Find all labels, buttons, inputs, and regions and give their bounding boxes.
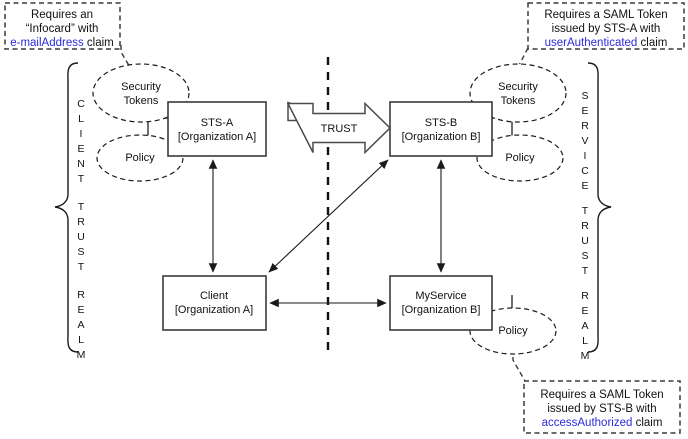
ellipse-security-tokens-a: Security Tokens	[92, 63, 190, 123]
svg-text:T: T	[78, 261, 85, 273]
security-tokens-b-line2: Tokens	[501, 95, 536, 107]
security-tokens-b-line1: Security	[498, 81, 538, 93]
sts-a-line1: STS-A	[201, 117, 234, 129]
callout-saml-a-line2: issued by STS-A with	[552, 23, 661, 35]
node-myservice: MyService [Organization B]	[389, 275, 493, 331]
node-client: Client [Organization A]	[162, 275, 267, 331]
svg-text:E: E	[581, 305, 588, 317]
svg-text:E: E	[581, 105, 588, 117]
security-tokens-a-line1: Security	[121, 81, 161, 93]
svg-text:E: E	[77, 304, 84, 316]
svg-text:R: R	[77, 216, 85, 228]
policy-a-label: Policy	[125, 152, 155, 164]
svg-text:R: R	[581, 290, 589, 302]
service-realm-brace	[587, 62, 612, 353]
callout-saml-b-line1: Requires a SAML Token	[540, 389, 663, 401]
myservice-line2: [Organization B]	[402, 304, 481, 316]
client-line2: [Organization A]	[175, 304, 253, 316]
callout-saml-sts-b: Requires a SAML Token issued by STS-B wi…	[523, 380, 681, 434]
callout-saml-b-claim: accessAuthorized	[542, 417, 633, 429]
callout-saml-a-line3: userAuthenticated claim	[545, 37, 668, 49]
callout-infocard-line1: Requires an	[31, 9, 93, 21]
callout-saml-a-claim-suffix: claim	[637, 37, 667, 49]
svg-text:V: V	[581, 135, 588, 147]
callout-saml-sts-a: Requires a SAML Token issued by STS-A wi…	[527, 2, 685, 50]
callout-infocard-claim-suffix: claim	[84, 37, 114, 49]
callout-saml-b-line2: issued by STS-B with	[547, 403, 656, 415]
policy-service-label: Policy	[498, 325, 528, 337]
callout-infocard-line3: e-mailAddress claim	[10, 37, 114, 49]
callout-infocard-claim: e-mailAddress	[10, 37, 84, 49]
ellipse-security-tokens-b: Security Tokens	[469, 63, 567, 123]
svg-text:S: S	[581, 90, 588, 102]
callout-saml-a-line1: Requires a SAML Token	[544, 9, 667, 21]
svg-text:A: A	[77, 319, 84, 331]
svg-text:L: L	[78, 334, 84, 346]
svg-text:A: A	[581, 320, 588, 332]
service-trust-realm-label: S E R V I C E T R U S T R E A L M	[581, 90, 590, 362]
svg-text:T: T	[78, 201, 85, 213]
ellipse-policy-a: Policy	[96, 134, 184, 182]
ellipse-policy-b: Policy	[476, 134, 564, 182]
policy-b-label: Policy	[505, 152, 535, 164]
svg-text:U: U	[77, 231, 85, 243]
callout-saml-b-claim-suffix: claim	[632, 417, 662, 429]
myservice-line1: MyService	[415, 290, 466, 302]
svg-text:L: L	[78, 113, 84, 125]
svg-text:C: C	[581, 165, 589, 177]
svg-text:L: L	[582, 335, 588, 347]
svg-text:I: I	[80, 128, 83, 140]
svg-text:N: N	[77, 158, 85, 170]
node-sts-b: STS-B [Organization B]	[389, 101, 493, 157]
svg-text:R: R	[77, 289, 85, 301]
sts-b-line1: STS-B	[425, 117, 457, 129]
callout-infocard: Requires an “Infocard” with e-mailAddres…	[4, 2, 121, 50]
trust-arrow-label: TRUST	[321, 123, 358, 135]
svg-text:E: E	[77, 143, 84, 155]
svg-text:R: R	[581, 220, 589, 232]
svg-text:S: S	[77, 246, 84, 258]
svg-text:U: U	[581, 235, 589, 247]
svg-text:E: E	[581, 180, 588, 192]
client-realm-brace	[54, 62, 79, 353]
node-sts-a: STS-A [Organization A]	[167, 101, 267, 157]
svg-text:I: I	[584, 150, 587, 162]
arrow-client-sts-b	[268, 159, 389, 273]
callout-saml-b-leader	[512, 340, 526, 382]
svg-text:S: S	[581, 250, 588, 262]
svg-text:T: T	[582, 205, 589, 217]
callout-saml-b-line3: accessAuthorized claim	[542, 417, 663, 429]
sts-a-line2: [Organization A]	[178, 131, 256, 143]
svg-text:T: T	[582, 265, 589, 277]
sts-b-line2: [Organization B]	[402, 131, 481, 143]
svg-text:T: T	[78, 173, 85, 185]
callout-infocard-line2: “Infocard” with	[26, 23, 99, 35]
svg-text:R: R	[581, 120, 589, 132]
client-trust-realm-label: C L I E N T T R U S T R E A L M	[77, 98, 86, 361]
svg-text:M: M	[77, 349, 86, 361]
callout-saml-a-claim: userAuthenticated	[545, 37, 638, 49]
security-tokens-a-line2: Tokens	[124, 95, 159, 107]
svg-text:C: C	[77, 98, 85, 110]
svg-text:M: M	[581, 350, 590, 362]
client-line1: Client	[200, 290, 228, 302]
trust-arrow: TRUST	[286, 101, 392, 155]
callout-infocard-leader	[120, 45, 135, 75]
